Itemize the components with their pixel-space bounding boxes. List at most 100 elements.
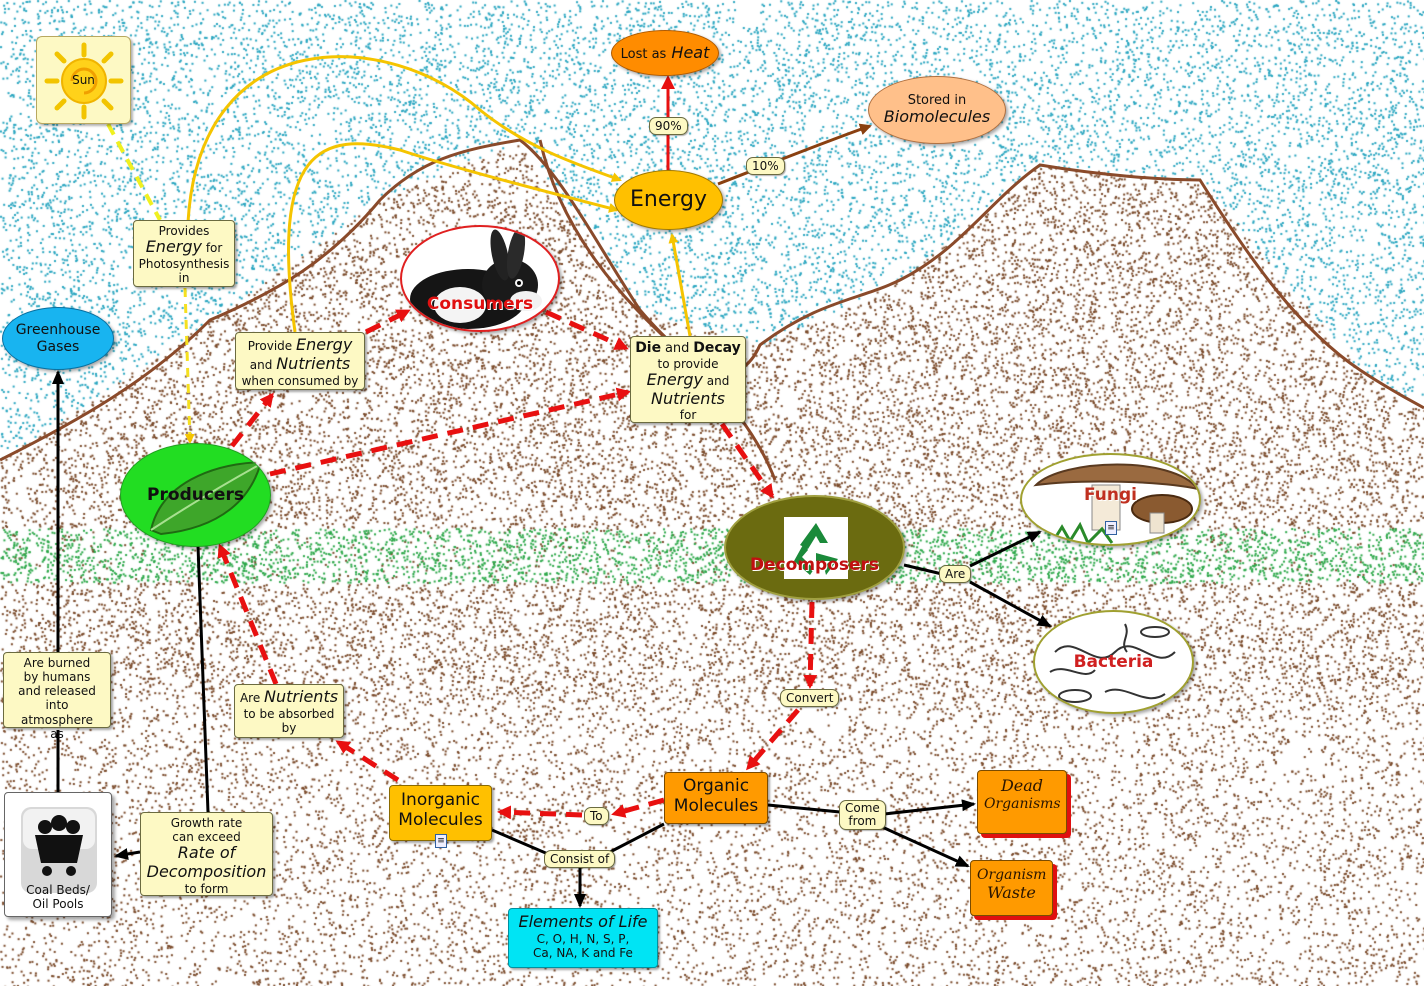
inorganic-line1: Inorganic: [401, 790, 480, 810]
fungi-label: Fungi: [1084, 485, 1137, 506]
link-producers-to-growth: [196, 545, 210, 813]
come-from-line2: from: [848, 814, 877, 829]
link-come-from-to-waste: [879, 824, 970, 868]
link-organic-to-to: [611, 797, 665, 818]
burned-by-humans-node[interactable]: Are burned by humans and released into a…: [3, 652, 111, 741]
dead-line2: Organisms: [984, 795, 1061, 812]
decomposers-node[interactable]: Decomposers: [724, 495, 905, 600]
come-from-line1: Come: [845, 801, 880, 815]
label-convert[interactable]: Convert: [780, 689, 840, 708]
note-icon[interactable]: ≡: [435, 834, 447, 848]
are-nutrients-node[interactable]: Are Nutrients to be absorbed by: [234, 684, 344, 738]
leaf-icon: [149, 460, 263, 536]
producers-node[interactable]: Producers: [120, 443, 271, 547]
link-organic-to-consist: [609, 822, 665, 854]
growth-line4: Decomposition: [146, 862, 267, 882]
label-to[interactable]: To: [584, 807, 609, 826]
growth-line1: Growth rate: [170, 816, 243, 830]
link-are-to-bacteria: [969, 580, 1052, 628]
bacteria-label: Bacteria: [1073, 651, 1154, 672]
growth-rate-node[interactable]: Growth rate can exceed Rate of Decomposi…: [140, 812, 273, 896]
link-energy-10: [717, 123, 872, 186]
link-organic-to-come-from: [767, 803, 841, 814]
are-nutrients-w3: to be absorbed: [243, 706, 335, 721]
note-icon[interactable]: ≡: [1105, 521, 1117, 535]
die-w6: and: [706, 373, 730, 388]
link-provides-to-energy: [186, 55, 622, 223]
bacteria-node[interactable]: Bacteria: [1033, 610, 1194, 714]
link-decomposers-to-convert: [803, 601, 818, 689]
link-producers-to-die: [269, 387, 631, 477]
link-are-nutrients-to-producers: [217, 543, 279, 685]
burned-line3: and released: [18, 684, 96, 699]
link-to-to-inorganic: [497, 805, 583, 820]
elements-line3: Ca, NA, K and Fe: [533, 946, 633, 961]
burned-line2: by humans: [23, 670, 91, 685]
link-die-to-energy: [668, 233, 692, 337]
die-w4: to provide: [657, 356, 719, 371]
growth-line2: can exceed: [172, 830, 241, 845]
label-come-from[interactable]: Come from: [839, 800, 886, 831]
link-convert-to-organic: [746, 708, 800, 771]
are-nutrients-w1: Are: [239, 691, 261, 705]
link-are-to-fungi: [969, 530, 1042, 568]
stored-line1: Stored in: [907, 92, 967, 108]
coal-line1: Coal Beds/: [26, 883, 90, 897]
burned-line1: Are burned: [23, 656, 91, 670]
provide-energy-nutrients-node[interactable]: Provide Energy and Nutrients when consum…: [235, 332, 365, 390]
organic-line1: Organic: [682, 776, 750, 796]
dead-organisms-node[interactable]: Dead Organisms: [977, 770, 1067, 834]
organic-line2: Molecules: [673, 796, 759, 817]
greenhouse-gases-node[interactable]: Greenhouse Gases: [2, 307, 114, 370]
burned-line5: as: [50, 726, 64, 741]
label-90-percent[interactable]: 90%: [649, 117, 688, 136]
consumers-label: Consumers: [426, 294, 534, 315]
mine-cart-icon: [21, 807, 97, 893]
die-w3: Decay: [693, 340, 741, 356]
organism-waste-node[interactable]: Organism Waste: [970, 860, 1053, 916]
mushroom-icon: [1033, 463, 1199, 544]
label-10-percent[interactable]: 10%: [746, 157, 785, 176]
provides-line1: Provides: [158, 224, 210, 238]
provides-energy-node[interactable]: Provides Energy for Photosynthesis in: [133, 220, 235, 287]
link-decomposers-to-are: [903, 563, 943, 576]
link-provide-to-consumers: [364, 308, 411, 335]
producers-label: Producers: [147, 484, 244, 505]
consumers-node[interactable]: Consumers: [400, 225, 560, 332]
recycle-icon: [784, 517, 848, 579]
provide-w1: Provide: [247, 339, 293, 353]
fungi-node[interactable]: Fungi ≡: [1020, 453, 1201, 546]
link-die-to-decomposers: [719, 422, 775, 499]
elements-line2: C, O, H, N, S, P,: [536, 931, 630, 946]
lost-heat-word: Heat: [671, 42, 710, 62]
sun-icon: [44, 42, 124, 120]
link-provide-to-energy: [287, 142, 619, 333]
decomposers-label: Decomposers: [749, 555, 880, 576]
sun-node[interactable]: Sun: [36, 36, 131, 124]
greenhouse-line2: Gases: [36, 338, 80, 355]
greenhouse-line1: Greenhouse: [15, 321, 101, 338]
provides-line3: for: [205, 241, 223, 256]
die-and-decay-node[interactable]: Die and Decay to provide Energy and Nutr…: [630, 336, 746, 423]
energy-node[interactable]: Energy: [614, 170, 723, 230]
coal-line2: Oil Pools: [32, 897, 84, 912]
lost-heat-node[interactable]: Lost as Heat: [611, 30, 719, 76]
inorganic-molecules-node[interactable]: Inorganic Molecules ≡: [389, 785, 492, 848]
waste-line1: Organism: [977, 867, 1047, 883]
provide-w2: Energy: [296, 335, 353, 354]
lost-heat-prefix: Lost as: [620, 46, 667, 62]
growth-line3: Rate of: [177, 843, 236, 863]
coal-beds-node[interactable]: Coal Beds/ Oil Pools: [4, 792, 112, 917]
label-consist-of[interactable]: Consist of: [544, 850, 616, 869]
bacteria-icon: [1049, 623, 1176, 703]
stored-line2: Biomolecules: [883, 107, 991, 127]
stored-biomolecules-node[interactable]: Stored in Biomolecules: [868, 76, 1006, 144]
provide-w4: Nutrients: [276, 353, 351, 373]
organic-molecules-node[interactable]: Organic Molecules: [664, 772, 768, 824]
label-are[interactable]: Are: [939, 565, 972, 584]
elements-line1: Elements of Life: [518, 912, 648, 931]
burned-line4: into atmosphere: [21, 698, 93, 727]
elements-of-life-node[interactable]: Elements of Life C, O, H, N, S, P, Ca, N…: [508, 908, 658, 968]
die-w2: and: [664, 341, 690, 356]
link-come-from-to-dead: [883, 799, 976, 816]
